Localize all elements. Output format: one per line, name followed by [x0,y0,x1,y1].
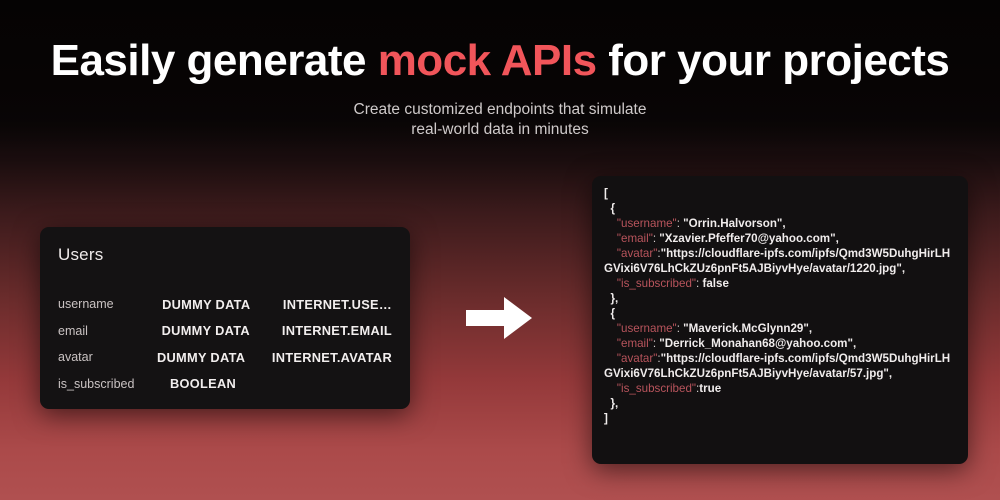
field-source: INTERNET.USE… [282,296,392,312]
json-sep: : [652,232,660,245]
json-key-email: "email" [616,337,653,350]
title-text-lead: Easily generate [50,36,378,85]
users-schema-card: Users username DUMMY DATA INTERNET.USE… … [40,227,410,409]
json-value-email: "Xzavier.Pfeffer70@yahoo.com", [659,232,839,245]
json-sep: : [676,217,684,230]
json-key-avatar: "avatar" [616,352,658,365]
json-value-is-subscribed: true [699,382,722,395]
json-key-is-subscribed: "is_subscribed" [616,277,697,290]
field-list: username DUMMY DATA INTERNET.USE… email … [58,291,392,397]
field-name: email [58,323,88,338]
field-type: DUMMY DATA [156,349,246,365]
arrow-right-icon [466,295,534,341]
json-key-avatar: "avatar" [616,247,658,260]
field-row[interactable]: is_subscribed BOOLEAN [58,371,392,398]
subtitle-line-2: real-world data in minutes [411,121,589,138]
json-sep: : [657,352,661,365]
field-source: INTERNET.EMAIL [281,323,392,339]
users-card-title: Users [58,245,104,264]
field-name: username [58,297,114,312]
hero-backdrop [0,0,1000,150]
field-type: DUMMY DATA [162,296,251,312]
field-name: avatar [58,350,93,365]
field-type: DUMMY DATA [161,323,250,339]
json-key-username: "username" [616,217,677,230]
page-subtitle: Create customized endpoints that simulat… [0,100,1000,140]
json-close-brace: }, [610,292,619,305]
json-value-avatar: "https://cloudflare-ipfs.com/ipfs/Qmd3W5… [604,247,951,275]
field-row[interactable]: email DUMMY DATA INTERNET.EMAIL [58,318,392,345]
json-value-email: "Derrick_Monahan68@yahoo.com", [659,337,857,350]
field-source: INTERNET.AVATAR [271,349,392,365]
json-key-username: "username" [616,322,677,335]
field-type: BOOLEAN [170,376,237,392]
json-key-email: "email" [616,232,653,245]
field-name: is_subscribed [58,376,135,391]
json-value-username: "Maverick.McGlynn29", [683,322,813,335]
json-code-block: [ { "username": "Orrin.Halvorson", "emai… [604,186,956,426]
json-close-bracket: ] [604,412,608,425]
json-value-username: "Orrin.Halvorson", [683,217,786,230]
json-open-bracket: [ [604,187,608,200]
title-text-tail: for your projects [596,36,950,85]
json-open-brace: { [610,307,615,320]
json-sep: : [657,247,661,260]
json-close-brace: }, [610,397,619,410]
json-sep: : [696,382,700,395]
json-output-panel[interactable]: [ { "username": "Orrin.Halvorson", "emai… [592,176,968,464]
json-value-avatar: "https://cloudflare-ipfs.com/ipfs/Qmd3W5… [604,352,951,380]
json-sep: : [676,322,684,335]
field-row[interactable]: avatar DUMMY DATA INTERNET.AVATAR [58,344,392,371]
json-value-is-subscribed: false [702,277,729,290]
title-text-accent: mock APIs [377,36,597,85]
json-open-brace: { [610,202,615,215]
json-key-is-subscribed: "is_subscribed" [616,382,697,395]
json-sep: : [652,337,660,350]
subtitle-line-1: Create customized endpoints that simulat… [353,101,647,118]
field-row[interactable]: username DUMMY DATA INTERNET.USE… [58,291,392,318]
json-sep: : [696,277,703,290]
page-title: Easily generate mock APIs for your proje… [0,36,1000,86]
